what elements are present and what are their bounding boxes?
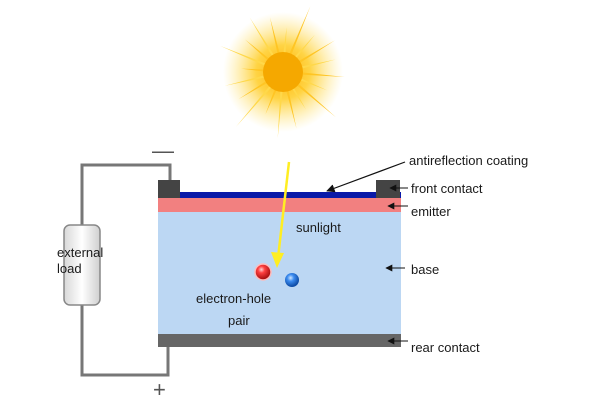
positive-terminal-symbol: + <box>153 377 166 400</box>
electron-hole-label-line2: pair <box>228 313 250 328</box>
electron-hole-label-line1: electron-hole <box>196 291 271 306</box>
sun-ray <box>289 83 306 110</box>
sunlight-label: sunlight <box>296 220 341 235</box>
front-contact-right <box>376 180 400 198</box>
antireflection-coating-label: antireflection coating <box>409 153 528 168</box>
sun-ray <box>220 45 271 68</box>
front-contact-label: front contact <box>411 181 483 196</box>
sun-ray <box>291 34 315 63</box>
sun-ray <box>296 59 336 70</box>
sun-icon <box>220 6 345 138</box>
sun-ray <box>224 74 270 86</box>
sun-ray <box>294 40 336 66</box>
sun-rays <box>220 6 345 138</box>
rear-contact-layer <box>158 334 401 347</box>
sun-ray <box>277 85 284 138</box>
sun-ray <box>285 85 297 129</box>
sun-ray <box>287 6 311 60</box>
sun-ray <box>282 27 287 59</box>
negative-terminal-symbol: — <box>152 138 174 163</box>
emitter-layer <box>158 198 401 212</box>
sun-core <box>263 52 303 92</box>
sun-ray <box>238 78 272 100</box>
external-load-label-line2: load <box>57 261 82 276</box>
emitter-label: emitter <box>411 204 451 219</box>
electron-particle <box>254 263 272 281</box>
sun-ray <box>295 76 328 91</box>
base-label: base <box>411 262 439 277</box>
sun-ray <box>292 80 337 118</box>
hole-particle <box>285 273 299 287</box>
sunlight-arrow <box>271 161 291 268</box>
rear-contact-label: rear contact <box>411 340 480 355</box>
sun-ray <box>265 84 279 115</box>
sun-ray <box>270 17 281 59</box>
external-load-label-line1: external <box>57 245 103 260</box>
sun-ray <box>296 71 345 77</box>
front-contact-left <box>158 180 180 198</box>
external-load: external load <box>57 224 103 306</box>
sun-ray <box>241 68 270 73</box>
antireflection-coating-layer <box>158 192 401 198</box>
base-layer <box>158 212 401 334</box>
solar-cell <box>158 180 401 347</box>
sun-ray <box>236 81 275 127</box>
antireflection-pointer <box>326 161 406 193</box>
sun-ray <box>249 17 277 61</box>
sun-ray <box>245 39 274 64</box>
external-load-resistor <box>63 224 101 306</box>
